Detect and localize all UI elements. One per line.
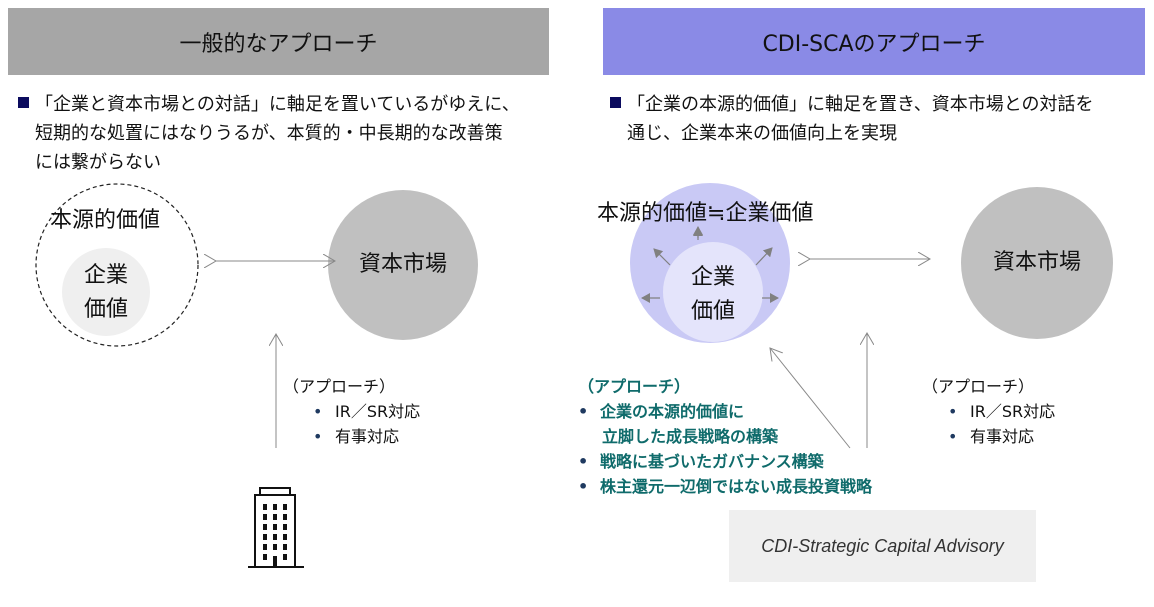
left-desc-line-3: には繋がらない: [35, 152, 161, 173]
building-icon: [248, 487, 304, 568]
right-approach-item-text: 有事対応: [970, 427, 1035, 446]
right-desc-line-1: 「企業の本源的価値」に軸足を置き、資本市場との対話を: [627, 94, 1094, 115]
cdi-approach-item-text: 株主還元一辺倒ではない成長投資戦略: [600, 477, 873, 496]
cdi-approach-item-continued: 立脚した成長戦略の構築: [602, 427, 779, 446]
left-approach-item: •IR／SR対応: [313, 402, 421, 421]
growth-arrow-upleft: [653, 248, 671, 266]
right-diagonal-arrow: [770, 348, 851, 449]
cdi-approach-item: •企業の本源的価値に: [578, 402, 745, 421]
left-inner-circle: [62, 248, 150, 336]
left-inner-line-2: 価値: [83, 297, 128, 322]
left-header: 一般的なアプローチ: [8, 8, 549, 75]
cdi-logo-box: CDI-Strategic Capital Advisory: [729, 510, 1036, 582]
cdi-approach-item: •戦略に基づいたガバナンス構築: [578, 452, 824, 471]
right-inner-circle: [663, 242, 763, 342]
left-header-title: 一般的なアプローチ: [179, 31, 378, 57]
square-bullet-icon: [18, 97, 29, 108]
growth-arrow-upright: [755, 247, 773, 266]
right-outer-circle-label: 本源的価値≒企業価値: [597, 201, 814, 226]
left-desc-line-1: 「企業と資本市場との対話」に軸足を置いているがゆえに、: [35, 94, 520, 115]
cdi-approach-title: （アプローチ）: [578, 377, 691, 396]
right-market-circle: [961, 187, 1113, 339]
left-approach-item-text: IR／SR対応: [335, 402, 421, 421]
right-inner-line-1: 企業: [690, 265, 735, 290]
right-approach-item: •有事対応: [948, 427, 1035, 446]
right-approach: （アプローチ） •IR／SR対応 •有事対応: [922, 374, 1055, 449]
left-inner-line-1: 企業: [83, 263, 128, 288]
right-inner-circle-label: 企業 価値: [669, 261, 757, 329]
right-desc-line-2: 通じ、企業本来の価値向上を実現: [627, 123, 897, 144]
left-market-label: 資本市場: [358, 252, 447, 277]
left-approach-title: （アプローチ）: [283, 377, 396, 396]
right-market-label: 資本市場: [992, 250, 1081, 275]
right-header: CDI-SCAのアプローチ: [603, 8, 1145, 75]
left-approach-item: •有事対応: [313, 427, 400, 446]
square-bullet-icon: [610, 97, 621, 108]
left-approach-item-text: 有事対応: [335, 427, 400, 446]
left-outer-circle-label: 本源的価値: [50, 208, 161, 233]
cdi-approach-item-text: 企業の本源的価値に: [600, 402, 745, 421]
cdi-logo-text: CDI-Strategic Capital Advisory: [761, 535, 1004, 556]
right-approach-item-text: IR／SR対応: [970, 402, 1056, 421]
right-description: 「企業の本源的価値」に軸足を置き、資本市場との対話を 通じ、企業本来の価値向上を…: [610, 90, 1150, 148]
right-inner-line-2: 価値: [690, 299, 735, 324]
cdi-approach-item: •株主還元一辺倒ではない成長投資戦略: [578, 477, 873, 496]
right-header-title: CDI-SCAのアプローチ: [762, 31, 986, 57]
cdi-approach: （アプローチ） •企業の本源的価値に 立脚した成長戦略の構築 •戦略に基づいたガ…: [578, 374, 872, 499]
left-market-circle: [328, 190, 478, 340]
left-outer-dashed-circle: [35, 183, 199, 347]
cdi-approach-item-text: 戦略に基づいたガバナンス構築: [600, 452, 824, 471]
left-description: 「企業と資本市場との対話」に軸足を置いているがゆえに、 短期的な処置にはなりうる…: [18, 90, 558, 177]
right-approach-title: （アプローチ）: [922, 377, 1035, 396]
right-approach-item: •IR／SR対応: [948, 402, 1056, 421]
left-desc-line-2: 短期的な処置にはなりうるが、本質的・中長期的な改善策: [35, 123, 503, 144]
left-inner-circle-label: 企業 価値: [62, 259, 150, 327]
left-approach: （アプローチ） •IR／SR対応 •有事対応: [283, 374, 420, 449]
